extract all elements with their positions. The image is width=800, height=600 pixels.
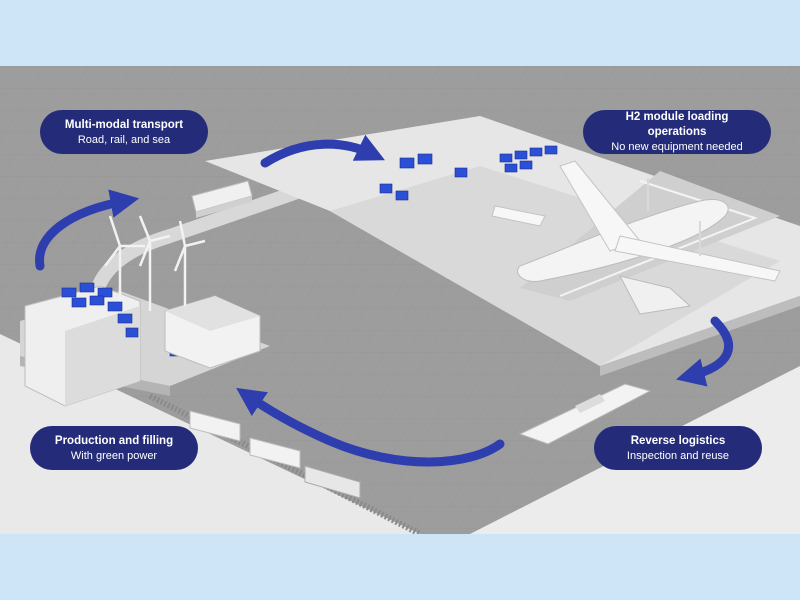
- apron-edge: [600, 296, 800, 376]
- ship: [518, 383, 652, 445]
- label-title: Reverse logistics: [630, 434, 726, 447]
- label-subtitle: With green power: [70, 449, 158, 462]
- label-title: Production and filling: [54, 434, 174, 447]
- label-reverse-logistics: Reverse logistics Inspection and reuse: [594, 426, 762, 470]
- label-title: Multi-modal transport: [64, 118, 184, 131]
- airplane: [491, 160, 781, 283]
- label-title: H2 module loading operations: [625, 111, 729, 138]
- wind-turbines: [104, 215, 206, 311]
- runway-marking: [559, 180, 758, 297]
- label-subtitle: Road, rail, and sea: [77, 133, 171, 146]
- label-subtitle: No new equipment needed: [611, 141, 743, 153]
- hangar-roof: [165, 296, 260, 331]
- arrow-to-airport: [260, 134, 385, 168]
- label-production-filling: Production and filling With green power: [30, 426, 198, 470]
- label-subtitle: Inspection and reuse: [626, 449, 730, 462]
- truck: [191, 180, 253, 218]
- container-front: [65, 306, 140, 406]
- airport-modules: [379, 145, 637, 241]
- railway: [148, 393, 422, 534]
- arrow-reverse: [236, 387, 505, 467]
- loader-vehicle: [619, 275, 692, 315]
- train: [189, 410, 361, 499]
- flow-arrows: [35, 134, 734, 467]
- arrow-to-sea: [676, 316, 734, 387]
- production-modules: [61, 282, 191, 357]
- label-h2-loading: H2 module loading operations No new equi…: [583, 110, 771, 154]
- arrow-to-production: [35, 189, 140, 271]
- label-multimodal-transport: Multi-modal transport Road, rail, and se…: [40, 110, 208, 154]
